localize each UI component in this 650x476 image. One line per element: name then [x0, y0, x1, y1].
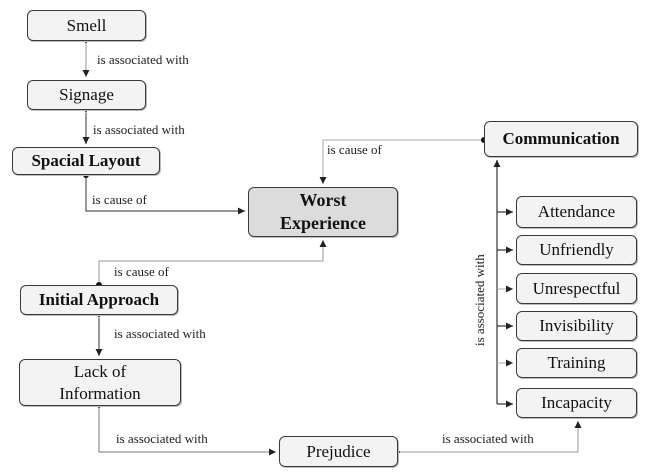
node-communication[interactable]: Communication — [484, 121, 638, 157]
node-label: Signage — [59, 85, 114, 104]
node-lack-of-information[interactable]: Lack of Information — [19, 359, 181, 406]
edge-label-communication-worst: is cause of — [327, 142, 382, 157]
edge-lack-prejudice — [95, 402, 276, 456]
node-label: Unfriendly — [539, 240, 614, 259]
node-unrespectful[interactable]: Unrespectful — [516, 273, 637, 304]
edge-label-initial-lack: is associated with — [114, 326, 206, 341]
edge-initial-worst — [98, 240, 327, 285]
node-label: Invisibility — [539, 316, 614, 335]
node-label: Incapacity — [541, 393, 612, 412]
node-label: Smell — [66, 15, 107, 35]
node-label: Unrespectful — [532, 278, 621, 298]
node-initial-approach[interactable]: Initial Approach — [20, 285, 178, 315]
node-label-line1: Worst — [299, 190, 347, 210]
node-prejudice[interactable]: Prejudice — [279, 436, 398, 467]
node-label: Spacial Layout — [31, 151, 141, 170]
node-label: Communication — [502, 129, 620, 148]
edge-spacial-worst — [85, 175, 245, 215]
node-label-line1: Lack of — [73, 361, 127, 381]
node-label: Prejudice — [306, 441, 371, 461]
edge-communication-worst — [319, 139, 484, 184]
edge-prejudice-incapacity — [394, 421, 582, 456]
edge-label-spacial-worst: is cause of — [92, 192, 147, 207]
node-label-line2: Information — [59, 383, 141, 403]
node-label: Initial Approach — [38, 290, 160, 309]
edge-label-smell-signage: is associated with — [97, 52, 189, 67]
node-invisibility[interactable]: Invisibility — [516, 311, 637, 341]
node-label: Training — [547, 353, 606, 372]
edge-label-initial-worst: is cause of — [114, 264, 169, 279]
edge-label-communication-children: is associated with — [472, 254, 487, 346]
node-signage[interactable]: Signage — [27, 80, 146, 110]
node-incapacity[interactable]: Incapacity — [516, 388, 637, 418]
node-label-line2: Experience — [280, 213, 366, 233]
node-label: Attendance — [537, 202, 616, 221]
node-spacial-layout[interactable]: Spacial Layout — [12, 147, 160, 175]
edge-label-prejudice-incapacity: is associated with — [442, 431, 534, 446]
node-training[interactable]: Training — [516, 348, 637, 378]
node-unfriendly[interactable]: Unfriendly — [516, 235, 637, 265]
edge-label-lack-prejudice: is associated with — [116, 431, 208, 446]
edge-label-signage-spacial: is associated with — [93, 122, 185, 137]
node-attendance[interactable]: Attendance — [516, 196, 637, 228]
node-smell[interactable]: Smell — [27, 10, 146, 41]
node-worst-experience[interactable]: Worst Experience — [248, 187, 398, 237]
